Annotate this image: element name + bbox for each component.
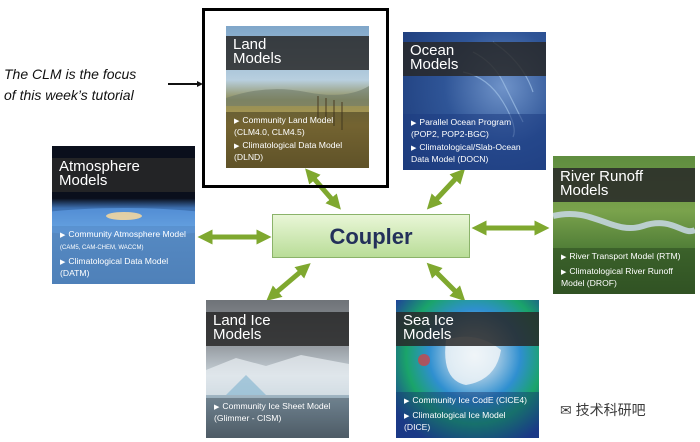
atmosphere-item-1: ▶Community Atmosphere Model(CAM5, CAM-CH…	[60, 229, 189, 253]
land-item-2: ▶Climatological Data Model (DLND)	[234, 140, 363, 162]
arrow-coupler-ocean	[432, 174, 460, 204]
sea-ice-item-1: ▶Community Ice CodE (CICE4)	[404, 395, 533, 407]
atmosphere-models-card: Atmosphere Models ▶Community Atmosphere …	[52, 146, 195, 284]
arrow-coupler-landice	[272, 268, 305, 296]
tutorial-caption: The CLM is the focus of this week’s tuto…	[4, 64, 174, 106]
ocean-items: ▶Parallel Ocean Program (POP2, POP2-BGC)…	[403, 114, 546, 170]
land-item-1: ▶Community Land Model (CLM4.0, CLM4.5)	[234, 115, 363, 137]
river-items: ▶River Transport Model (RTM) ▶Climatolog…	[553, 248, 695, 294]
ocean-title-line-2: Models	[410, 58, 546, 72]
wechat-icon: ✉	[560, 402, 572, 418]
land-title-line-2: Models	[233, 52, 369, 66]
ocean-item-2: ▶Climatological/Slab-Ocean Data Model (D…	[411, 142, 540, 164]
coupler-box: Coupler	[272, 214, 470, 258]
atmosphere-title-line-2: Models	[59, 174, 195, 188]
sea-ice-models-card: Sea Ice Models ▶Community Ice CodE (CICE…	[396, 300, 539, 438]
land-ice-title-line-2: Models	[213, 328, 349, 342]
land-items: ▶Community Land Model (CLM4.0, CLM4.5) ▶…	[226, 112, 369, 168]
land-ice-models-card: Land Ice Models ▶Community Ice Sheet Mod…	[206, 300, 349, 438]
atmosphere-items: ▶Community Atmosphere Model(CAM5, CAM-CH…	[52, 226, 195, 284]
ocean-item-1: ▶Parallel Ocean Program (POP2, POP2-BGC)	[411, 117, 540, 139]
sea-ice-items: ▶Community Ice CodE (CICE4) ▶Climatologi…	[396, 392, 539, 438]
land-ice-item-1: ▶Community Ice Sheet Model (Glimmer - CI…	[214, 401, 343, 423]
land-models-card: Land Models ▶Community Land Model (CLM4.…	[226, 26, 369, 168]
sea-ice-title-line-2: Models	[403, 328, 539, 342]
land-title: Land Models	[226, 36, 369, 70]
sea-ice-title: Sea Ice Models	[396, 312, 539, 346]
atmosphere-item-2: ▶Climatological Data Model (DATM)	[60, 256, 189, 278]
ocean-title: Ocean Models	[403, 42, 546, 76]
watermark: ✉ 技术科研吧	[560, 400, 646, 420]
river-runoff-models-card: River Runoff Models ▶River Transport Mod…	[553, 156, 695, 294]
ocean-models-card: Ocean Models ▶Parallel Ocean Program (PO…	[403, 32, 546, 170]
sea-ice-item-2: ▶Climatological Ice Model (DICE)	[404, 410, 533, 432]
atmosphere-title: Atmosphere Models	[52, 158, 195, 192]
land-ice-items: ▶Community Ice Sheet Model (Glimmer - CI…	[206, 398, 349, 438]
caption-line-1: The CLM is the focus	[4, 64, 174, 85]
river-title-line-2: Models	[560, 184, 695, 198]
river-item-2: ▶Climatological River Runoff Model (DROF…	[561, 266, 689, 288]
arrow-coupler-seaice	[432, 268, 460, 296]
river-item-1: ▶River Transport Model (RTM)	[561, 251, 689, 263]
land-ice-title: Land Ice Models	[206, 312, 349, 346]
river-title: River Runoff Models	[553, 168, 695, 202]
watermark-text: 技术科研吧	[576, 402, 646, 418]
caption-line-2: of this week’s tutorial	[4, 85, 174, 106]
